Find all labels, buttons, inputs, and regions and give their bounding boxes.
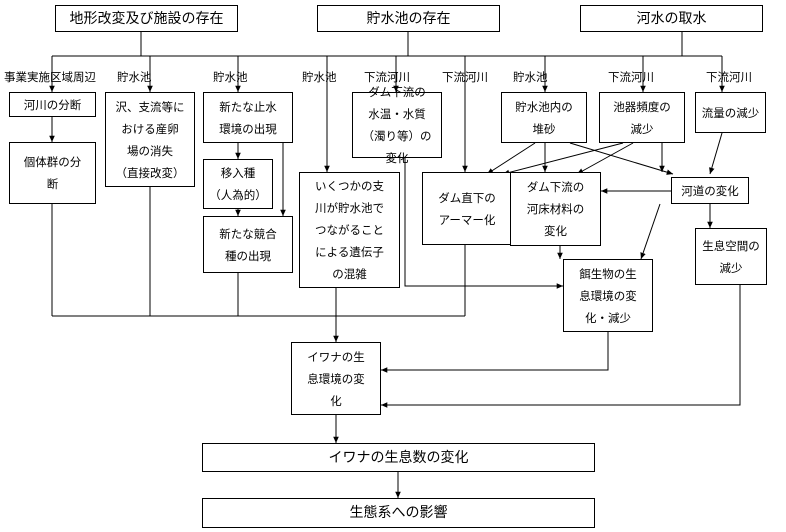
box-flow-decrease: 流量の減少 — [695, 92, 766, 133]
box-armoring-below-dam: ダム直下の アーマー化 — [422, 172, 512, 245]
box-cause-water-intake: 河水の取水 — [580, 5, 763, 32]
box-riverbed-material-change: ダム下流の 河床材料の 変化 — [510, 172, 601, 246]
box-population-fragmentation: 個体群の分 断 — [9, 142, 96, 204]
label-project-area: 事業実施区域周辺 — [4, 70, 96, 84]
box-channel-change: 河道の変化 — [671, 177, 749, 204]
box-iwana-population-change: イワナの生息数の変化 — [202, 443, 595, 472]
label-reservoir: 貯水池 — [513, 70, 548, 84]
box-cause-land-alteration: 地形改変及び施設の存在 — [55, 5, 238, 32]
box-river-fragmentation: 河川の分断 — [9, 92, 96, 117]
label-downstream: 下流河川 — [364, 70, 410, 84]
label-reservoir: 貯水池 — [117, 70, 152, 84]
box-living-space-decrease: 生息空間の 減少 — [695, 228, 767, 285]
label-downstream: 下流河川 — [706, 70, 752, 84]
box-new-still-water: 新たな止水 環境の出現 — [203, 92, 293, 143]
box-spawning-ground-loss: 沢、支流等に おける産卵 場の消失 （直接改変） — [105, 92, 195, 187]
box-new-competitor: 新たな競合 種の出現 — [203, 216, 293, 273]
box-iwana-habitat-change: イワナの生 息環境の変 化 — [291, 342, 381, 415]
box-prey-habitat-change: 餌生物の生 息環境の変 化・減少 — [563, 259, 653, 332]
label-downstream: 下流河川 — [442, 70, 488, 84]
box-introduced-species: 移入種 （人為的） — [203, 159, 273, 209]
box-cause-reservoir: 貯水池の存在 — [317, 5, 500, 32]
box-downstream-water-quality: ダム下流の 水温・水質 （濁り等）の 変化 — [352, 85, 442, 165]
label-reservoir: 貯水池 — [302, 70, 337, 84]
label-downstream: 下流河川 — [608, 70, 654, 84]
label-reservoir: 貯水池 — [213, 70, 248, 84]
box-gene-mixing: いくつかの支 川が貯水池で つながること による遺伝子 の混雑 — [299, 172, 400, 288]
box-flush-frequency-decrease: 池器頻度の 減少 — [599, 92, 685, 143]
box-ecosystem-impact: 生態系への影響 — [202, 498, 595, 528]
box-reservoir-sedimentation: 貯水池内の 堆砂 — [501, 92, 587, 143]
